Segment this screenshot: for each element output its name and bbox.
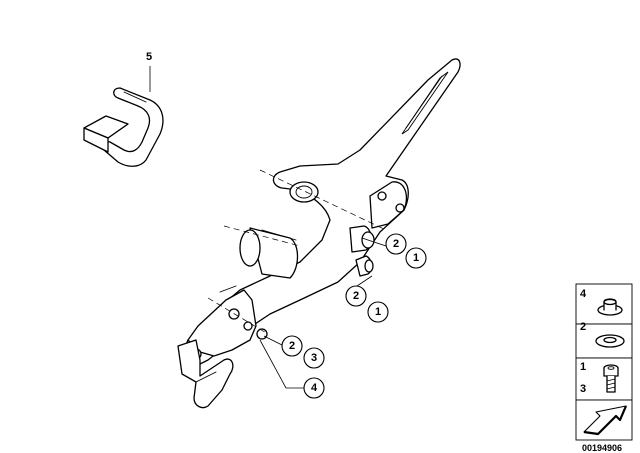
callout-upper-a: 2 xyxy=(385,233,407,255)
clip-part-number: 5 xyxy=(146,51,152,63)
svg-text:2: 2 xyxy=(393,238,399,250)
callout-bottom: 4 xyxy=(303,377,325,399)
svg-text:1: 1 xyxy=(413,252,419,264)
axis-lines xyxy=(207,169,387,335)
legend-row2-label: 2 xyxy=(580,321,586,333)
arrow-icon xyxy=(583,405,628,436)
legend-row3-label-bottom: 3 xyxy=(580,383,586,395)
svg-text:1: 1 xyxy=(375,306,381,318)
svg-text:4: 4 xyxy=(311,382,318,394)
svg-text:2: 2 xyxy=(353,290,359,302)
washer-icon xyxy=(595,334,625,348)
svg-text:3: 3 xyxy=(311,352,317,364)
callout-middle-a: 2 xyxy=(345,285,367,307)
callout-lower-b: 3 xyxy=(303,347,325,369)
legend-panel: 4 2 1 3 xyxy=(575,283,633,441)
footrest-bracket xyxy=(177,58,461,409)
bolt-icon xyxy=(603,364,619,393)
clip-part xyxy=(83,87,164,167)
bushing-icon xyxy=(597,298,623,316)
legend-row1-label: 4 xyxy=(580,288,587,300)
legend-row3-label-top: 1 xyxy=(580,361,586,373)
callout-upper-b: 1 xyxy=(405,247,427,269)
callout-leaders xyxy=(259,237,387,389)
svg-text:2: 2 xyxy=(289,340,295,352)
callout-lower-a: 2 xyxy=(281,335,303,357)
catalog-number: 00194906 xyxy=(582,443,622,453)
callout-middle-b: 1 xyxy=(367,301,389,323)
